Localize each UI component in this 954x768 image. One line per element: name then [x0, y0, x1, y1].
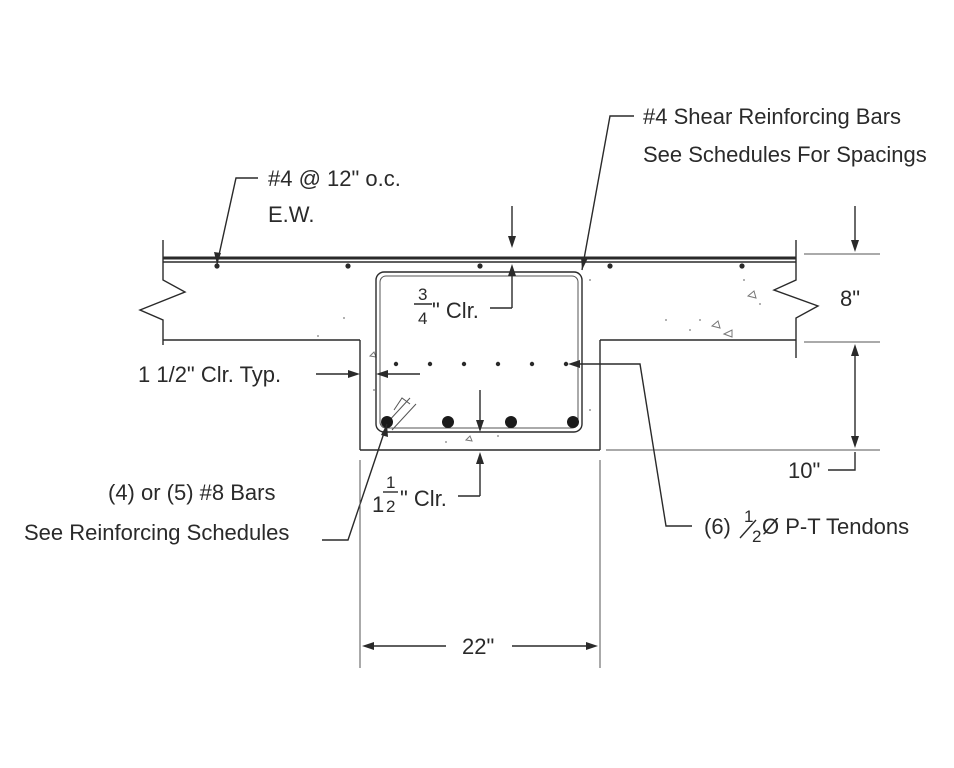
bottom-clear-denominator: 2 [386, 497, 395, 516]
left-break-line [138, 240, 187, 345]
top-bars-label-1: #4 @ 12" o.c. [268, 166, 401, 191]
stirrup-outer [375, 271, 583, 433]
bottom-clear-dimension [458, 390, 484, 497]
top-clear-dimension [490, 206, 516, 309]
beam-depth-label: 10" [788, 458, 820, 483]
right-break-line [772, 240, 820, 358]
bottom-bars-label-1: (4) or (5) #8 Bars [108, 480, 276, 505]
shear-bars-label-1: #4 Shear Reinforcing Bars [643, 104, 901, 129]
stirrup-hook-end [393, 397, 411, 411]
side-clear-label: 1 1/2" Clr. Typ. [138, 362, 281, 387]
shear-bars-label-2: See Schedules For Spacings [643, 142, 927, 167]
top-bars [214, 263, 745, 269]
tendons-prefix: (6) [704, 514, 731, 539]
top-clear-denominator: 4 [418, 309, 427, 328]
slab-depth-dimension [606, 206, 880, 471]
tendons-label: Ø P-T Tendons [762, 514, 909, 539]
beam-width-label: 22" [462, 634, 494, 659]
bottom-bars [381, 416, 579, 428]
leader-tendons [568, 360, 692, 527]
top-clear-numerator: 3 [418, 285, 427, 304]
bottom-clear-label: " Clr. [400, 486, 447, 511]
stirrup-inner [379, 275, 579, 429]
bottom-clear-whole: 1 [372, 492, 384, 517]
top-bars-label-2: E.W. [268, 202, 314, 227]
tendons-denominator: 2 [752, 527, 761, 546]
beam-width-dimension [359, 460, 601, 668]
tendons-fraction-bar [739, 519, 757, 539]
concrete-hatch [317, 279, 761, 443]
bottom-clear-numerator: 1 [386, 473, 395, 492]
pt-tendons [393, 361, 569, 367]
leader-bottom-bars [322, 423, 388, 541]
slab-depth-label: 8" [840, 286, 860, 311]
side-clear-dimension [316, 370, 420, 378]
leader-shear-bars [581, 115, 634, 271]
top-clear-label: " Clr. [432, 298, 479, 323]
bottom-bars-label-2: See Reinforcing Schedules [24, 520, 289, 545]
leader-top-bars [214, 177, 258, 265]
tendons-numerator: 1 [744, 507, 753, 526]
concrete-outline [138, 240, 820, 451]
